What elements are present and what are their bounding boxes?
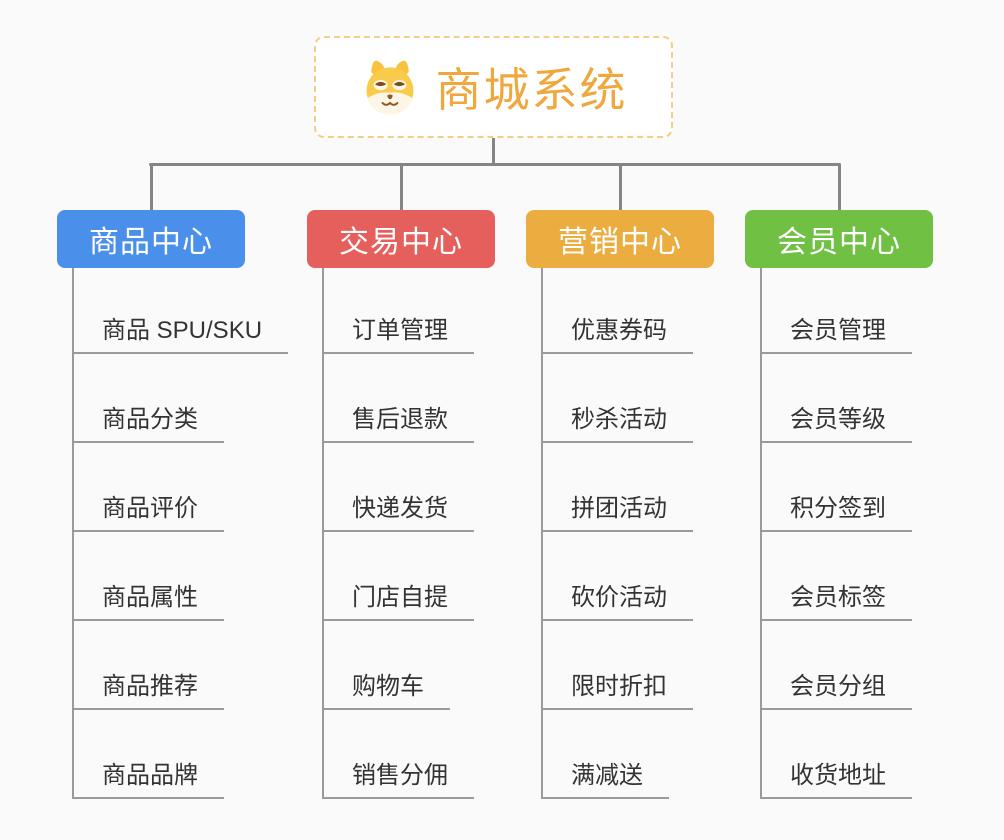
branch-trunk-line <box>322 268 324 799</box>
leaf-node[interactable]: 优惠券码 <box>541 268 693 354</box>
leaf-node[interactable]: 商品 SPU/SKU <box>72 268 289 354</box>
leaf-node[interactable]: 秒杀活动 <box>541 354 693 443</box>
branch-member-center: 会员中心 会员管理 会员等级 积分签到 会员标签 会员分组 收货地址 <box>745 210 933 799</box>
leaf-node[interactable]: 限时折扣 <box>541 621 693 710</box>
connector-drop-product <box>150 164 153 210</box>
leaf-node[interactable]: 满减送 <box>541 710 669 799</box>
branch-label: 商品中心 <box>89 226 213 259</box>
branch-header-member[interactable]: 会员中心 <box>745 210 933 268</box>
branch-header-marketing[interactable]: 营销中心 <box>526 210 714 268</box>
branch-trunk-line <box>541 268 543 799</box>
branch-trunk-line <box>72 268 74 799</box>
root-node[interactable]: 商城系统 <box>314 36 673 138</box>
branch-trunk-line <box>760 268 762 799</box>
leaf-column-member: 会员管理 会员等级 积分签到 会员标签 会员分组 收货地址 <box>760 268 912 799</box>
branch-header-product[interactable]: 商品中心 <box>57 210 245 268</box>
branch-trade-center: 交易中心 订单管理 售后退款 快递发货 门店自提 购物车 销售分佣 <box>307 210 495 799</box>
leaf-node[interactable]: 商品属性 <box>72 532 224 621</box>
leaf-node[interactable]: 商品品牌 <box>72 710 224 799</box>
leaf-node[interactable]: 商品分类 <box>72 354 224 443</box>
connector-root-trunk <box>492 136 495 165</box>
connector-drop-member <box>838 164 841 210</box>
leaf-node[interactable]: 订单管理 <box>322 268 474 354</box>
connector-drop-marketing <box>619 164 622 210</box>
leaf-node[interactable]: 门店自提 <box>322 532 474 621</box>
leaf-column-marketing: 优惠券码 秒杀活动 拼团活动 砍价活动 限时折扣 满减送 <box>541 268 693 799</box>
connector-drop-trade <box>400 164 403 210</box>
leaf-node[interactable]: 积分签到 <box>760 443 912 532</box>
branch-header-trade[interactable]: 交易中心 <box>307 210 495 268</box>
leaf-node[interactable]: 会员管理 <box>760 268 912 354</box>
leaf-node[interactable]: 售后退款 <box>322 354 474 443</box>
leaf-node[interactable]: 会员等级 <box>760 354 912 443</box>
doge-icon <box>366 60 413 115</box>
leaf-column-trade: 订单管理 售后退款 快递发货 门店自提 购物车 销售分佣 <box>322 268 474 799</box>
branch-marketing-center: 营销中心 优惠券码 秒杀活动 拼团活动 砍价活动 限时折扣 满减送 <box>526 210 714 799</box>
branch-product-center: 商品中心 商品 SPU/SKU 商品分类 商品评价 商品属性 商品推荐 商品品牌 <box>57 210 289 799</box>
branch-label: 营销中心 <box>558 226 682 259</box>
leaf-column-product: 商品 SPU/SKU 商品分类 商品评价 商品属性 商品推荐 商品品牌 <box>72 268 289 799</box>
leaf-node[interactable]: 收货地址 <box>760 710 912 799</box>
leaf-node[interactable]: 销售分佣 <box>322 710 474 799</box>
leaf-node[interactable]: 商品评价 <box>72 443 224 532</box>
root-title: 商城系统 <box>435 64 628 116</box>
leaf-node[interactable]: 商品推荐 <box>72 621 224 710</box>
leaf-node[interactable]: 拼团活动 <box>541 443 693 532</box>
leaf-node[interactable]: 砍价活动 <box>541 532 693 621</box>
branch-label: 会员中心 <box>777 226 901 259</box>
branch-label: 交易中心 <box>339 226 463 259</box>
connector-horizontal-bar <box>149 163 841 166</box>
leaf-node[interactable]: 会员标签 <box>760 532 912 621</box>
leaf-node[interactable]: 购物车 <box>322 621 450 710</box>
leaf-node[interactable]: 会员分组 <box>760 621 912 710</box>
leaf-node[interactable]: 快递发货 <box>322 443 474 532</box>
